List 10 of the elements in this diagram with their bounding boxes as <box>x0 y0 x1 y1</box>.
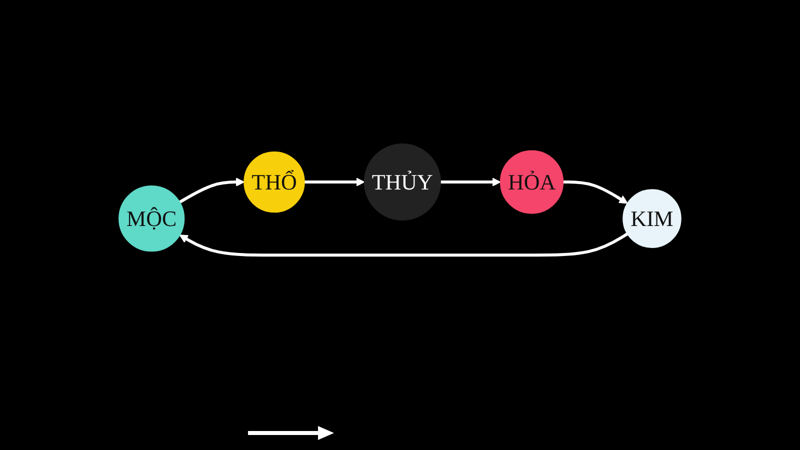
node-circle: KIM <box>622 190 682 248</box>
node-circle: HỎA <box>500 150 564 214</box>
arrow <box>563 181 628 204</box>
arrow <box>304 178 365 187</box>
node-circle: THỔ <box>244 152 305 214</box>
node-circle: MỘC <box>118 186 185 252</box>
node-circle: THỦY <box>364 144 441 222</box>
arrow <box>440 178 501 187</box>
arrow <box>179 178 245 204</box>
arrow <box>179 232 628 258</box>
